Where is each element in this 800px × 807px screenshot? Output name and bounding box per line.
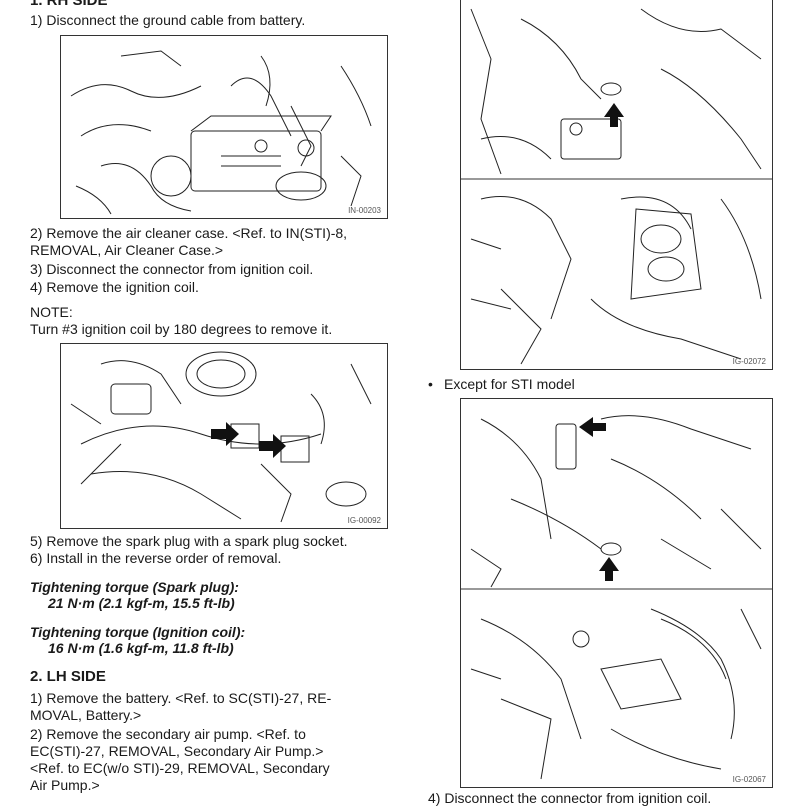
figure-sti-model: IG-02072: [460, 0, 773, 370]
note-label: NOTE:: [30, 304, 73, 320]
lh-step-2-line-1: 2) Remove the secondary air pump. <Ref. …: [30, 726, 306, 742]
non-sti-engine-illustration: [461, 415, 772, 780]
bullet-text: Except for STI model: [444, 376, 575, 392]
lh-step-2-line-3: <Ref. to EC(w/o STI)-29, REMOVAL, Second…: [30, 760, 330, 776]
step-4-partial-text: 4) Disconnect the connector from ignitio…: [428, 790, 712, 806]
step-4-text: 4) Remove the ignition coil.: [30, 279, 199, 295]
section-heading-rh-side: 1. RH SIDE: [30, 0, 108, 9]
step-3-text: 3) Disconnect the connector from ignitio…: [30, 261, 314, 277]
arrow-icons: [211, 422, 286, 458]
torque-spark-plug-value: 21 N·m (2.1 kgf-m, 15.5 ft-lb): [48, 595, 235, 611]
step-5-text: 5) Remove the spark plug with a spark pl…: [30, 533, 348, 549]
torque-ignition-coil-value: 16 N·m (1.6 kgf-m, 11.8 ft-lb): [48, 640, 234, 656]
lh-step-1-line-1: 1) Remove the battery. <Ref. to SC(STI)-…: [30, 690, 332, 706]
torque-spark-plug-title: Tightening torque (Spark plug):: [30, 579, 239, 595]
lh-step-2-line-2: EC(STI)-27, REMOVAL, Secondary Air Pump.…: [30, 743, 324, 759]
battery-illustration: [70, 50, 372, 215]
lh-step-2-line-4: Air Pump.>: [30, 777, 100, 793]
step-2-line-2: REMOVAL, Air Cleaner Case.>: [30, 242, 224, 258]
bullet-except-sti: • Except for STI model: [428, 376, 575, 393]
section-heading-lh-side: 2. LH SIDE: [30, 668, 106, 685]
ignition-coil-illustration: [70, 351, 372, 523]
figure-id-label: IG-00092: [347, 516, 381, 525]
sti-engine-illustration: [461, 8, 772, 365]
figure-except-sti-model: IG-02067: [460, 398, 773, 788]
figure-battery-ground-cable: IN-00203: [60, 35, 388, 219]
figure-id-label: IG-02067: [732, 775, 766, 784]
arrow-left-icon: [579, 417, 606, 437]
step-2-line-1: 2) Remove the air cleaner case. <Ref. to…: [30, 225, 348, 241]
lh-step-1-line-2: MOVAL, Battery.>: [30, 707, 142, 723]
arrow-up-icon: [599, 557, 619, 581]
figure-id-label: IG-02072: [732, 357, 766, 366]
bullet-icon: •: [428, 376, 433, 392]
torque-ignition-coil-title: Tightening torque (Ignition coil):: [30, 624, 246, 640]
figure-ignition-coils: IG-00092: [60, 343, 388, 529]
note-text: Turn #3 ignition coil by 180 degrees to …: [30, 321, 333, 337]
step-6-text: 6) Install in the reverse order of remov…: [30, 550, 282, 566]
step-1-text: 1) Disconnect the ground cable from batt…: [30, 12, 306, 28]
figure-id-label: IN-00203: [348, 206, 381, 215]
arrow-up-icon: [604, 103, 624, 127]
